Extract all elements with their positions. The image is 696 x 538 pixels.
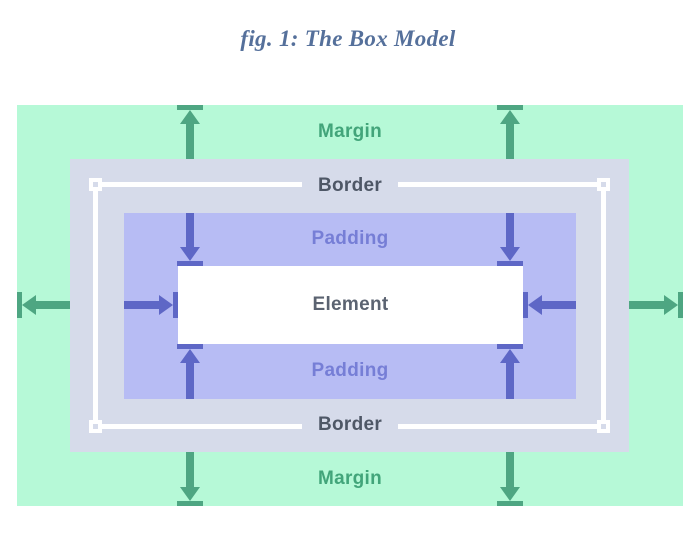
margin-arrow-bottom-left-icon [177, 452, 203, 506]
border-label-bottom: Border [17, 412, 683, 438]
arrow-head [180, 349, 200, 363]
arrow-head [664, 295, 678, 315]
padding-arrow-left-icon [124, 292, 178, 318]
arrow-stem [186, 361, 194, 399]
arrow-head [159, 295, 173, 315]
element-label: Element [312, 294, 389, 315]
border-corner-handle-bottom-left [89, 420, 102, 433]
arrow-cap [497, 105, 523, 110]
arrow-cap [173, 292, 178, 318]
arrow-head [500, 487, 520, 501]
border-label-top-text: Border [301, 173, 399, 199]
arrow-head [180, 110, 200, 124]
arrow-stem [34, 301, 70, 309]
arrow-head [528, 295, 542, 315]
arrow-stem [629, 301, 666, 309]
arrow-cap [523, 292, 528, 318]
arrow-head [180, 487, 200, 501]
arrow-cap [17, 292, 22, 318]
arrow-stem [506, 452, 514, 489]
border-label-top: Border [17, 173, 683, 199]
arrow-cap [177, 344, 203, 349]
arrow-cap [177, 105, 203, 110]
arrow-stem [506, 122, 514, 159]
figure-title: fig. 1: The Box Model [240, 26, 456, 51]
border-label-bottom-text: Border [301, 412, 399, 438]
arrow-stem [186, 122, 194, 159]
arrow-cap [497, 501, 523, 506]
arrow-cap [678, 292, 683, 318]
margin-arrow-bottom-right-icon [497, 452, 523, 506]
margin-arrow-right-icon [629, 292, 683, 318]
padding-arrow-top-right-icon [497, 213, 523, 266]
element-box: Element [178, 266, 523, 344]
margin-label-bottom: Margin [317, 468, 383, 489]
padding-label-top: Padding [311, 228, 389, 249]
arrow-cap [497, 261, 523, 266]
arrow-cap [177, 501, 203, 506]
padding-label-bottom: Padding [311, 360, 389, 381]
arrow-head [180, 247, 200, 261]
margin-label-top: Margin [317, 121, 383, 142]
border-corner-handle-bottom-right [597, 420, 610, 433]
padding-arrow-right-icon [523, 292, 576, 318]
padding-arrow-top-left-icon [177, 213, 203, 266]
margin-arrow-left-icon [17, 292, 70, 318]
arrow-stem [540, 301, 576, 309]
arrow-stem [186, 213, 194, 249]
box-model-diagram: Element Margin Border Padding Padding Bo… [17, 105, 683, 506]
arrow-head [500, 349, 520, 363]
arrow-head [500, 247, 520, 261]
arrow-cap [177, 261, 203, 266]
padding-arrow-bottom-left-icon [177, 344, 203, 399]
arrow-stem [506, 361, 514, 399]
border-corner-handle-top-right [597, 178, 610, 191]
border-corner-handle-top-left [89, 178, 102, 191]
padding-arrow-bottom-right-icon [497, 344, 523, 399]
arrow-stem [186, 452, 194, 489]
arrow-stem [124, 301, 161, 309]
arrow-cap [497, 344, 523, 349]
arrow-head [22, 295, 36, 315]
margin-arrow-top-right-icon [497, 105, 523, 159]
arrow-stem [506, 213, 514, 249]
margin-arrow-top-left-icon [177, 105, 203, 159]
arrow-head [500, 110, 520, 124]
